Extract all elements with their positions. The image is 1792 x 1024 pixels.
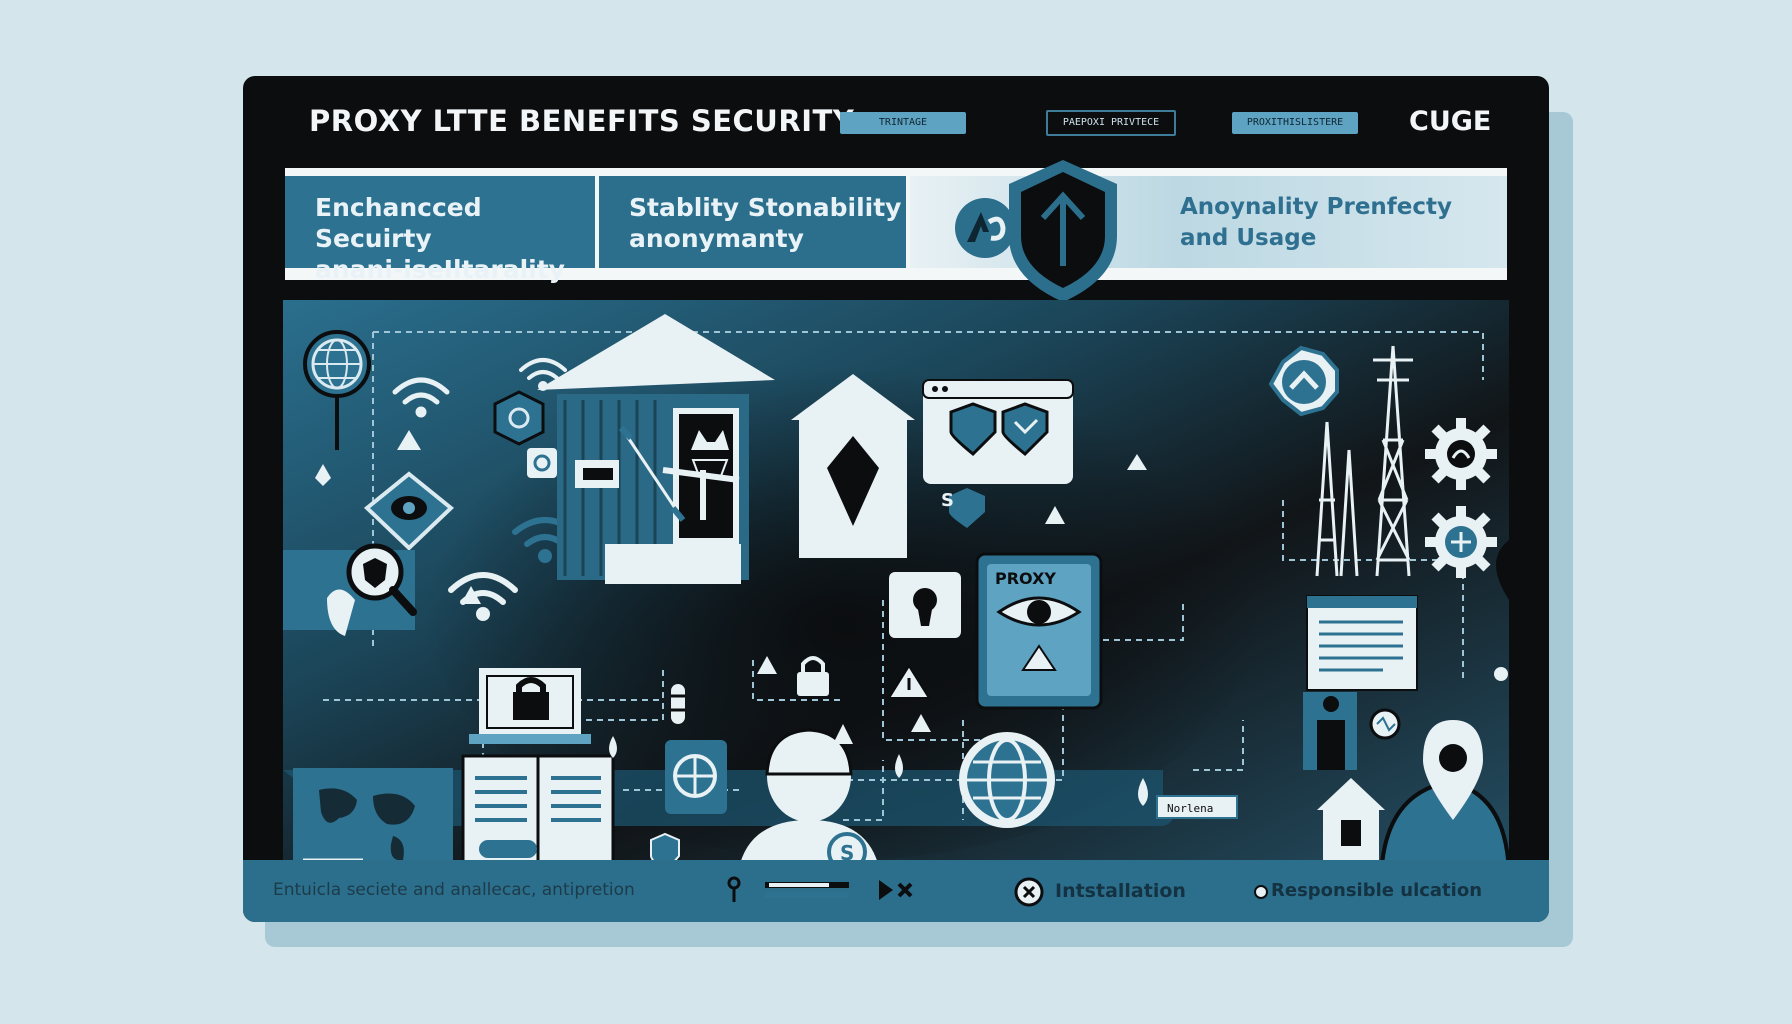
banner-cell-security: Enchancced Secuirty anani-iseIltarality: [285, 176, 595, 284]
slider-icon[interactable]: [765, 880, 851, 900]
brand-logo-icon: [955, 198, 1015, 258]
connector-stack-icon: [671, 684, 685, 724]
document-window-icon: [1306, 595, 1418, 691]
tag-box: [1156, 795, 1238, 819]
banner-cell-1-line1: Enchancced Secuirty: [315, 193, 482, 253]
close-circle-icon[interactable]: [1013, 876, 1045, 908]
magnifier-search-icon: [283, 543, 417, 636]
browser-shield-icon: [922, 379, 1074, 528]
document-book-icon: [461, 754, 615, 870]
banner-cell-2-line1: Stablity Stonability: [629, 193, 902, 222]
presenter-icon: [1303, 692, 1401, 770]
proxy-network-illustration: PROXY: [283, 300, 1509, 870]
gear-icon-2: [1425, 506, 1497, 578]
location-user-icon: [1379, 720, 1509, 870]
page-title: PROXY LTTE BENEFITS SECURITY: [309, 104, 855, 138]
proxy-house-icon: [537, 314, 775, 584]
wifi-icon: [392, 377, 450, 418]
responsible-usage-label[interactable]: Responsible ulcation: [1271, 880, 1483, 901]
proxy-device-label: PROXY: [995, 569, 1056, 588]
s-badge-label: S: [840, 841, 854, 865]
benefits-banner: Enchancced Secuirty anani-iseIltarality …: [285, 168, 1507, 284]
pin-marker-icon: [1494, 667, 1508, 681]
cell-tower-icon: [1315, 345, 1413, 577]
banner-cell-3-line1: Anoynality Prenfecty: [1180, 194, 1453, 220]
header-end-label: CUGE: [1409, 106, 1492, 137]
s-shield-label: S: [941, 490, 954, 511]
world-map-icon: [293, 768, 453, 870]
header-tab-1[interactable]: TRINTAGE: [840, 112, 966, 134]
shield-house-icon: [791, 374, 915, 558]
banner-cell-1-line2: anani-iseIltarality: [315, 255, 565, 284]
footer-bar: Entuicla seciete and anallecac, antipret…: [243, 860, 1549, 922]
globe-network-icon: [959, 732, 1055, 828]
tag-label: Norlena: [1167, 802, 1213, 815]
header-tab-3[interactable]: PROXITHISLISTERE: [1232, 112, 1358, 134]
network-node-icon: [493, 390, 545, 446]
installation-label[interactable]: Intstallation: [1055, 880, 1186, 902]
small-lock-icon: [527, 448, 557, 478]
pin-icon: [727, 876, 741, 902]
globe-icon: [303, 330, 371, 450]
proxy-device-icon: [975, 552, 1103, 710]
padlock-icon: [797, 656, 829, 696]
laptop-lock-icon: [469, 668, 591, 744]
bullet-icon: [1254, 885, 1268, 899]
arrow-markers: [315, 454, 1148, 806]
globe-badge-icon: [665, 740, 727, 814]
shield-arrow-icon: [1009, 160, 1117, 302]
eye-diamond-icon: [363, 430, 455, 551]
home-icon: [1317, 778, 1385, 866]
gear-shield-icon: [1268, 345, 1339, 417]
header-tab-2[interactable]: PAEPOXI PRIVTECE: [1046, 110, 1176, 136]
keyhole-icon: [889, 572, 961, 638]
banner-cell-2-line2: anonymanty: [629, 224, 804, 253]
banner-cell-stability: Stablity Stonability anonymanty: [599, 176, 906, 268]
infographic-card: PROXY LTTE BENEFITS SECURITY TRINTAGE PA…: [243, 76, 1549, 922]
warning-icon: [887, 664, 931, 699]
media-close-icon[interactable]: [877, 878, 921, 902]
banner-cell-3-line2: and Usage: [1180, 225, 1317, 251]
gear-icon: [1425, 418, 1497, 490]
footer-summary-text: Entuicla seciete and anallecac, antipret…: [273, 880, 635, 900]
